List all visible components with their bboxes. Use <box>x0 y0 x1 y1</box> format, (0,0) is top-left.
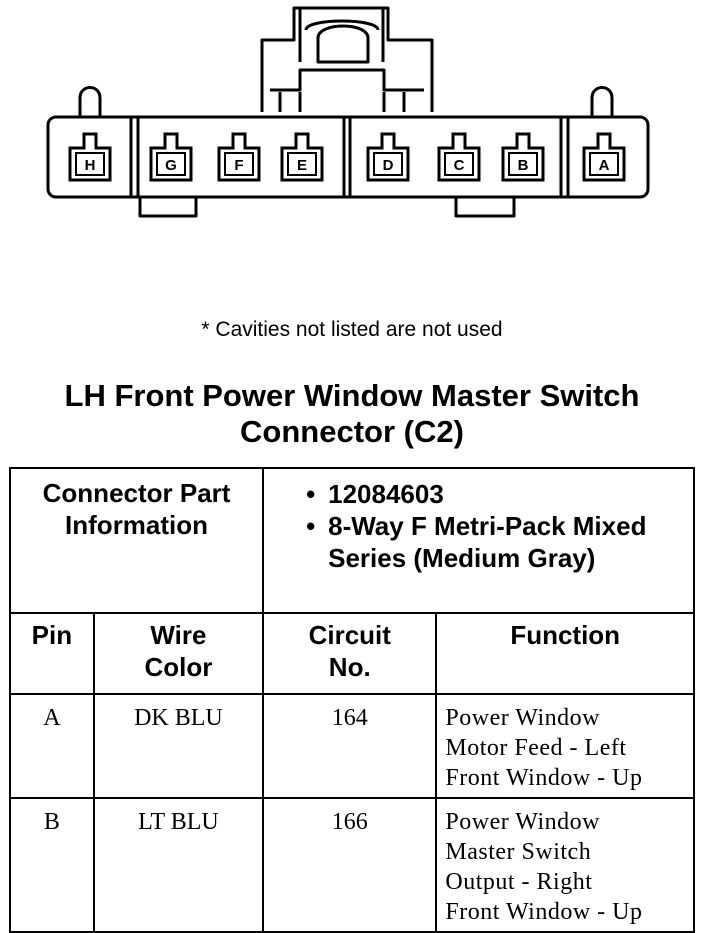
circuit-cell: 164 <box>262 693 438 799</box>
function-header: Function <box>435 612 695 695</box>
function-cell: Power Window Master Switch Output - Righ… <box>435 797 695 933</box>
table-row: A DK BLU 164 Power Window Motor Feed - L… <box>9 693 695 799</box>
pin-header: Pin <box>9 612 95 695</box>
column-header-row: Pin Wire Color Circuit No. Function <box>9 612 695 695</box>
cavity-label: G <box>165 157 177 174</box>
circuit-cell: 166 <box>262 797 438 933</box>
cavity-label: C <box>454 157 465 174</box>
cavity-label: H <box>85 157 96 174</box>
part-info-row: Connector Part Information 12084603 8-Wa… <box>8 467 695 614</box>
cavity-e: E <box>280 132 324 182</box>
part-info-label: Connector Part Information <box>8 467 265 614</box>
circuit-header: Circuit No. <box>262 612 438 695</box>
cavities-note: * Cavities not listed are not used <box>201 318 503 341</box>
cavity-label: E <box>297 157 307 174</box>
cavity-a: A <box>582 132 626 182</box>
wire-color-cell: LT BLU <box>92 797 265 933</box>
cavity-f: F <box>217 132 261 182</box>
cavity-label: B <box>518 157 529 174</box>
cavity-g: G <box>149 132 193 182</box>
page-title: LH Front Power Window Master Switch Conn… <box>0 378 704 450</box>
title-line-2: Connector (C2) <box>240 414 464 449</box>
table-row: B LT BLU 166 Power Window Master Switch … <box>9 797 695 933</box>
wire-color-cell: DK BLU <box>92 693 265 799</box>
pin-cell: A <box>9 693 95 799</box>
connector-table: Connector Part Information 12084603 8-Wa… <box>8 467 695 933</box>
cavity-d: D <box>366 132 410 182</box>
title-line-1: LH Front Power Window Master Switch <box>64 378 640 413</box>
cavity-c: C <box>437 132 481 182</box>
cavity-label: A <box>599 157 610 174</box>
part-number: 12084603 <box>306 478 693 510</box>
cavity-label: F <box>234 157 243 174</box>
cavity-b: B <box>501 132 545 182</box>
cavity-label: D <box>383 157 394 174</box>
cavity-h: H <box>68 132 112 182</box>
wire-color-header: Wire Color <box>92 612 265 695</box>
function-cell: Power Window Motor Feed - Left Front Win… <box>435 693 695 799</box>
connector-description: 8-Way F Metri-Pack Mixed Series (Medium … <box>306 510 693 574</box>
pin-cell: B <box>9 797 95 933</box>
part-info-bullets: 12084603 8-Way F Metri-Pack Mixed Series… <box>262 467 695 614</box>
